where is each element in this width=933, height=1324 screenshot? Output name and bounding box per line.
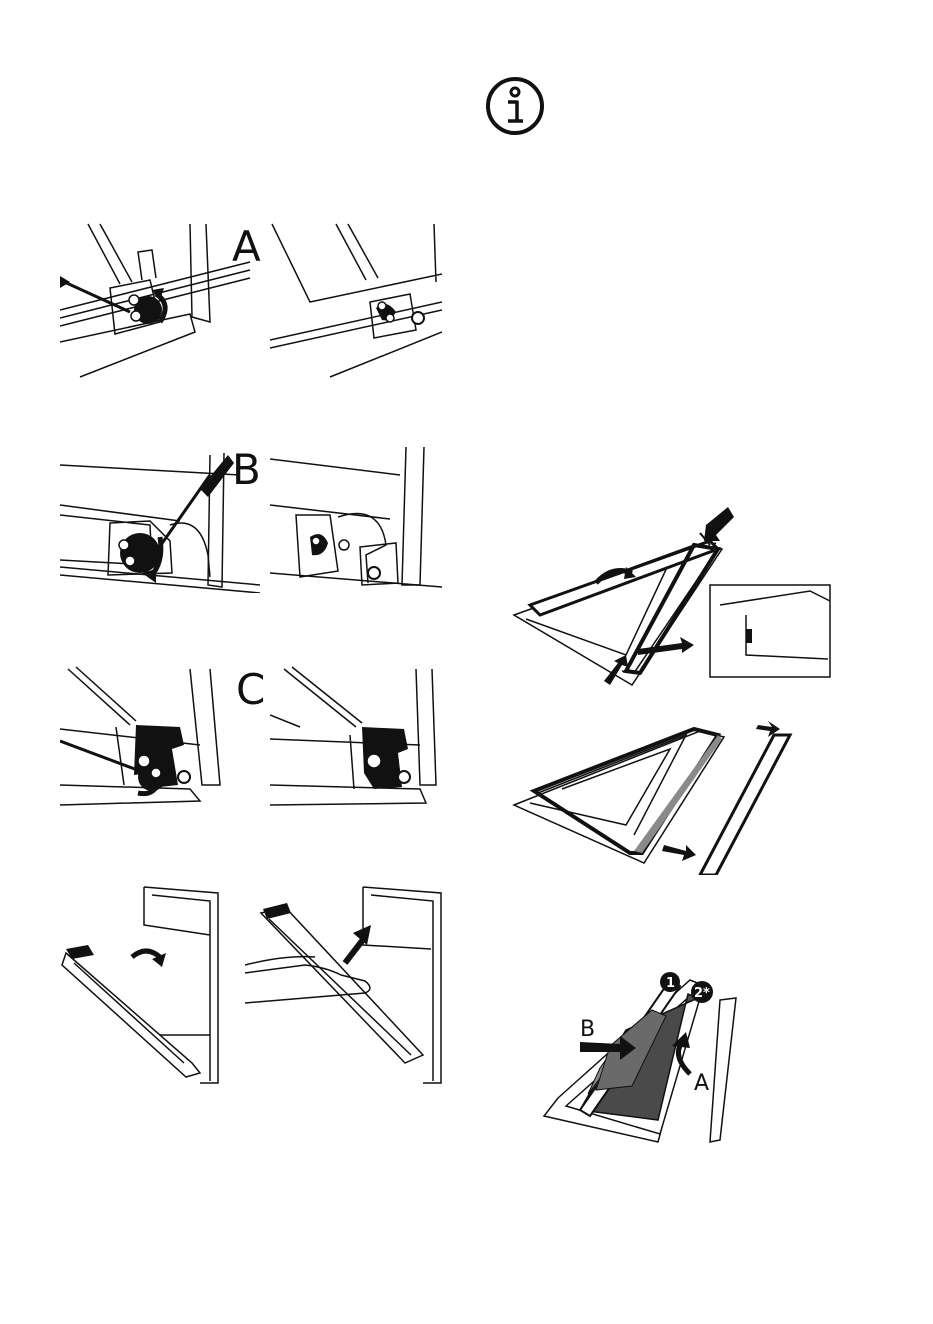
door-trim-removal-illustration [510, 505, 840, 690]
door-closing-illustration [60, 885, 220, 1085]
hinge-illustration-b-left [60, 445, 260, 593]
hinge-illustration-b-right [270, 445, 442, 593]
info-icon [484, 75, 546, 137]
step-a-letter: A [232, 226, 261, 268]
door-lifting-illustration [245, 885, 445, 1085]
glass-panel-removal-illustration: 1 2* B A [540, 970, 780, 1150]
hinge-illustration-a-left [60, 222, 260, 380]
hinge-illustration-c-left [60, 665, 260, 813]
badge-2: 2* [694, 986, 710, 1001]
hinge-illustration-c-right [270, 665, 442, 813]
step-c-letter: C [236, 669, 265, 711]
step-b-letter: B [232, 449, 261, 491]
glass-label-a: A [694, 1071, 709, 1096]
door-trim-detached-illustration [510, 695, 800, 875]
glass-label-b: B [580, 1017, 595, 1042]
badge-1: 1 [666, 976, 675, 991]
hinge-illustration-a-right [270, 222, 442, 380]
